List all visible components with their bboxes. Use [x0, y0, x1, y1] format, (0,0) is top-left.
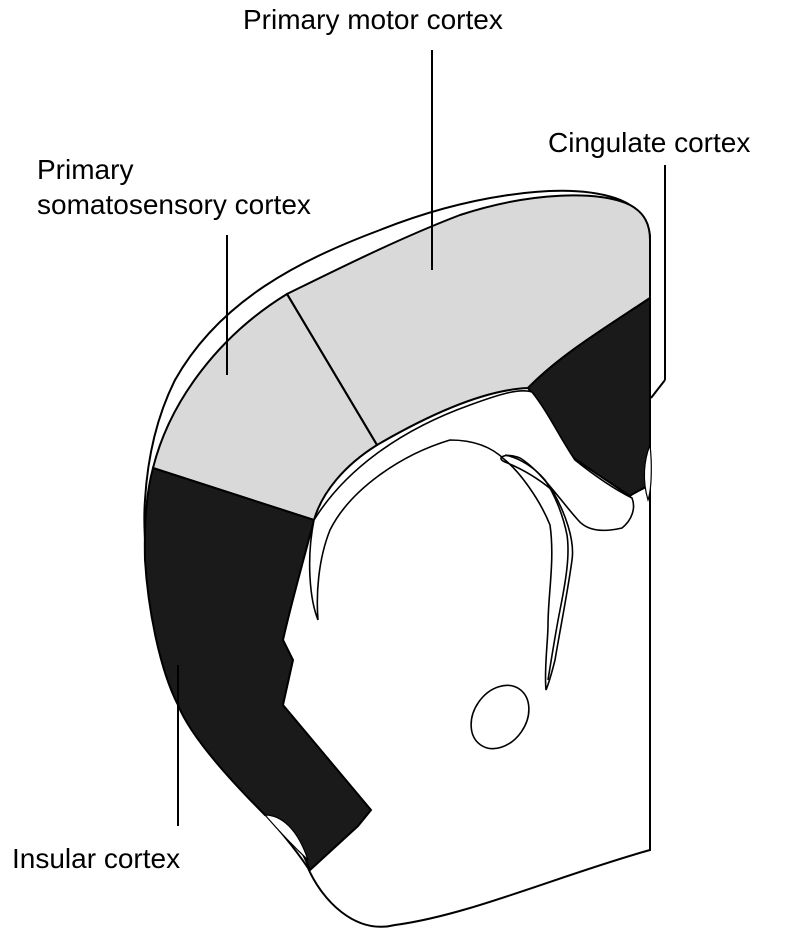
label-somatosensory-line2: somatosensory cortex [37, 187, 311, 222]
leader-line-cingulate-elbow [651, 380, 665, 398]
label-primary-motor-cortex: Primary motor cortex [243, 2, 503, 37]
label-cingulate-cortex: Cingulate cortex [548, 125, 750, 160]
label-primary-somatosensory-cortex: Primary somatosensory cortex [37, 152, 311, 222]
label-insular-cortex: Insular cortex [12, 841, 180, 876]
label-somatosensory-line1: Primary [37, 152, 311, 187]
